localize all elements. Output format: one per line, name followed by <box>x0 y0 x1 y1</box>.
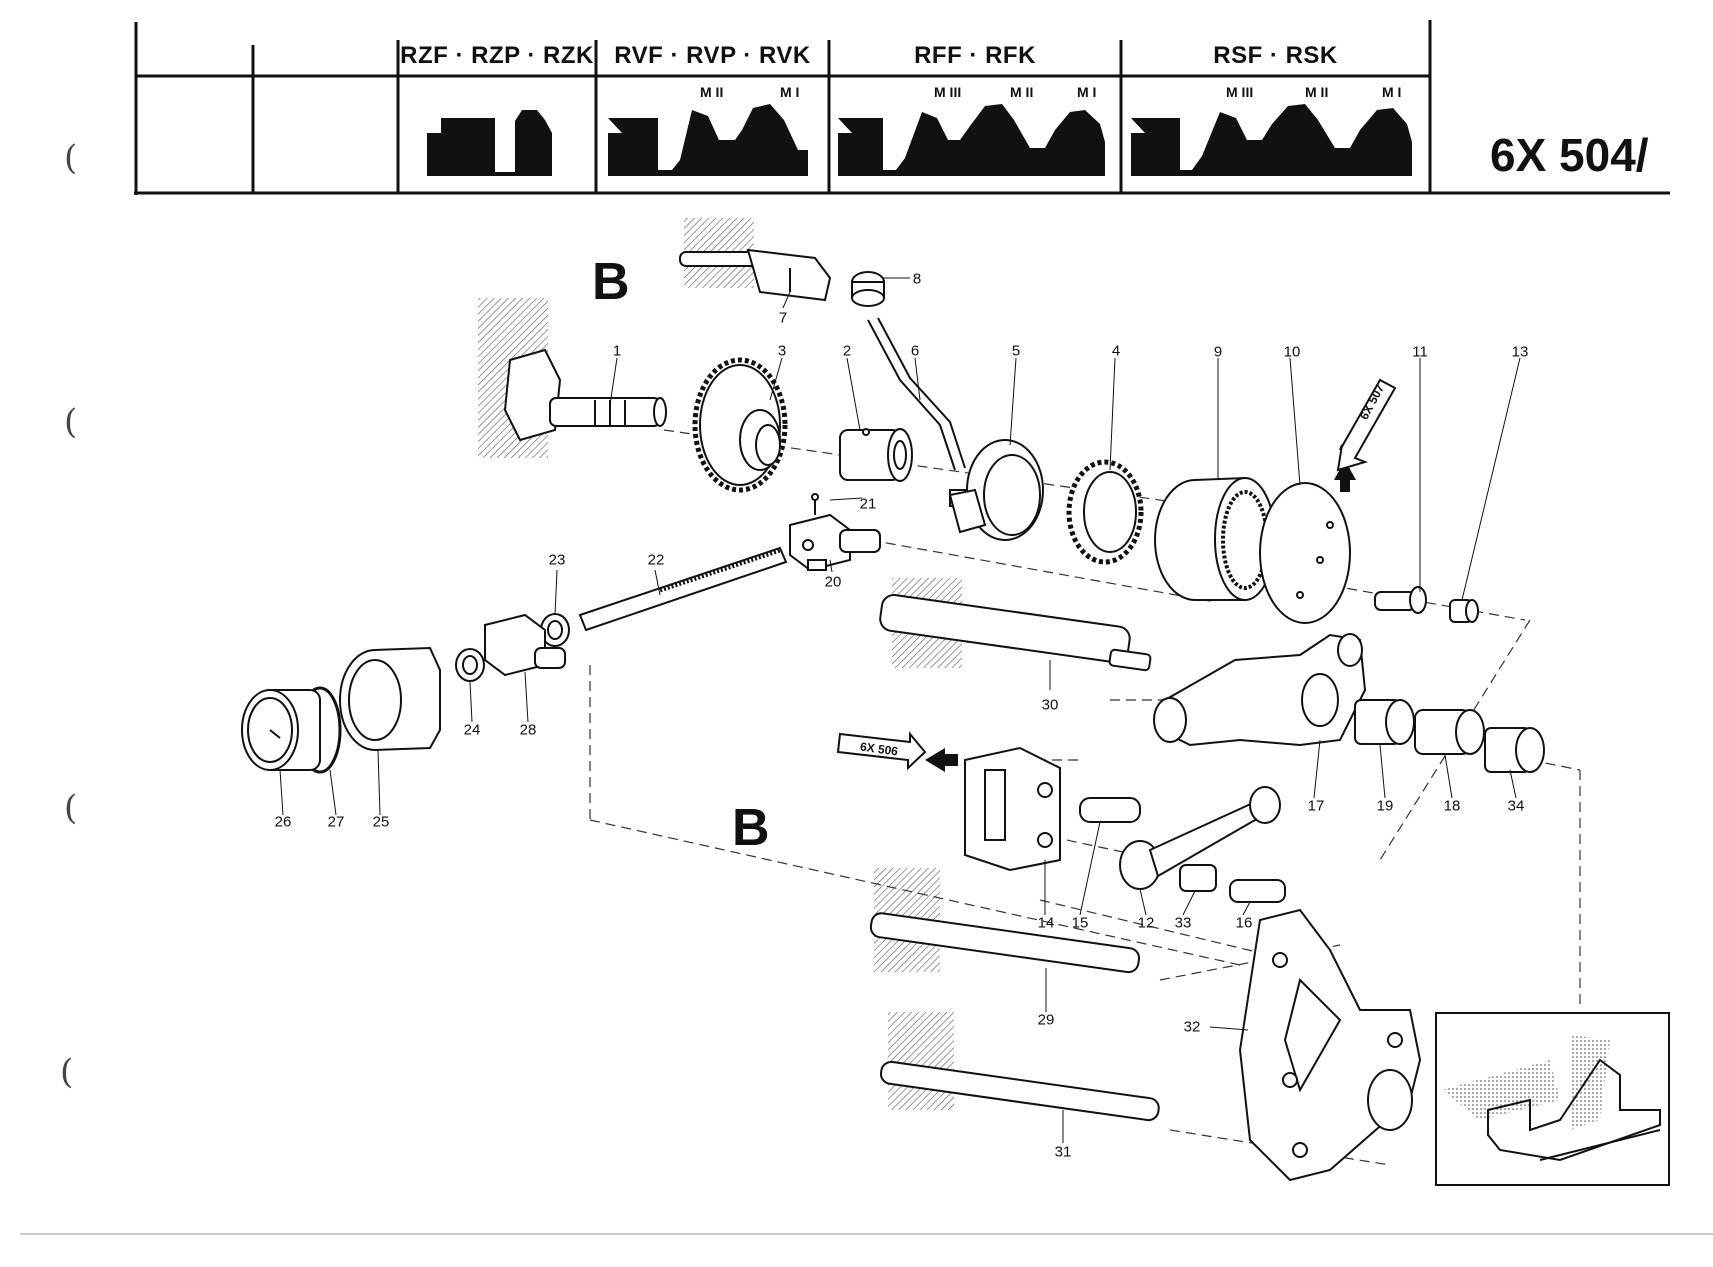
mark-m2: M II <box>1010 84 1034 100</box>
part-24-ring <box>455 648 485 682</box>
page-code: 6X 504/ <box>1490 129 1649 181</box>
part-number: 17 <box>1307 797 1325 815</box>
part-9-clutch-housing <box>1154 476 1276 601</box>
part-3-gear <box>692 357 788 493</box>
part-number: 26 <box>274 813 292 831</box>
part-number: 27 <box>327 813 345 831</box>
profile-rz-icon <box>427 110 552 176</box>
ref-arrow-6x506-icon <box>836 731 927 771</box>
part-number: 7 <box>778 309 788 327</box>
group-title-rz: RZF · RZP · RZK <box>400 42 594 69</box>
part-12-link <box>1119 786 1281 890</box>
part-18-bushing <box>1414 709 1485 755</box>
part-17-arm <box>1153 633 1367 747</box>
part-26-gauge <box>241 689 321 771</box>
group-title-rv: RVF · RVP · RVK <box>614 42 811 69</box>
part-number: 28 <box>519 721 537 739</box>
profile-rf-icon <box>838 104 1105 176</box>
part-28-block <box>484 613 566 677</box>
group-title-rs: RSF · RSK <box>1213 42 1338 69</box>
part-number: 18 <box>1443 797 1461 815</box>
part-number: 6 <box>910 342 920 360</box>
part-25-cap-nut <box>339 646 441 751</box>
punch-hole: ( <box>60 1052 74 1092</box>
part-number: 5 <box>1011 342 1021 360</box>
part-number: 24 <box>463 721 481 739</box>
ref-arrow-6x507-icon <box>1336 378 1397 472</box>
part-number: 31 <box>1054 1143 1072 1161</box>
part-number: 25 <box>372 813 390 831</box>
bottom-rule <box>20 1233 1713 1235</box>
mark-m3: M III <box>1226 84 1254 100</box>
part-5-clamp-ring <box>948 439 1044 541</box>
profile-icons <box>427 104 1412 176</box>
mark-m1: M I <box>780 84 800 100</box>
part-16-pin <box>1229 879 1286 903</box>
wall-hatch <box>888 1012 954 1110</box>
part-number: 2 <box>842 342 852 360</box>
part-32-frame <box>1238 908 1422 1182</box>
section-mark-b: B <box>732 799 770 857</box>
profile-rs-icon <box>1131 104 1412 176</box>
part-number: 9 <box>1213 343 1223 361</box>
group-title-rf: RFF · RFK <box>914 42 1036 69</box>
part-4-sprocket <box>1066 459 1144 565</box>
mark-m3: M III <box>934 84 962 100</box>
part-number: 13 <box>1511 343 1529 361</box>
part-34-bearing <box>1484 727 1545 773</box>
part-19-bearing <box>1354 699 1415 745</box>
part-number: 22 <box>647 551 665 569</box>
part-2-bushing <box>839 428 913 482</box>
part-15-pin <box>1079 797 1141 823</box>
part-number: 15 <box>1071 914 1089 932</box>
part-number: 21 <box>859 495 877 513</box>
mark-m2: M II <box>700 84 724 100</box>
part-number: 32 <box>1183 1018 1201 1036</box>
punch-hole: ( <box>64 402 78 442</box>
part-30-shaft <box>879 594 1152 672</box>
part-number: 33 <box>1174 914 1192 932</box>
part-number: 34 <box>1507 797 1525 815</box>
part-13-sleeve <box>1449 599 1479 623</box>
part-number: 29 <box>1037 1011 1055 1029</box>
part-number: 3 <box>777 342 787 360</box>
mark-m1: M I <box>1077 84 1097 100</box>
mark-m2: M II <box>1305 84 1329 100</box>
part-number: 14 <box>1037 914 1055 932</box>
part-21-block <box>789 493 881 572</box>
part-29-rod <box>869 912 1141 974</box>
part-number: 11 <box>1412 343 1428 361</box>
part-14-bracket <box>964 746 1061 872</box>
arrow-left-icon <box>925 748 958 772</box>
punch-hole: ( <box>64 788 78 828</box>
part-number: 10 <box>1283 343 1301 361</box>
inset-detail <box>1435 1012 1670 1186</box>
part-11-pin <box>1374 586 1427 614</box>
part-number: 30 <box>1041 696 1059 714</box>
section-mark-b: B <box>592 253 630 311</box>
part-8-nut <box>851 271 885 307</box>
part-number: 16 <box>1235 914 1253 932</box>
part-1-flange-shaft <box>503 348 667 442</box>
part-number: 23 <box>548 551 566 569</box>
arrow-up-icon <box>1334 460 1356 492</box>
part-number: 8 <box>912 270 922 288</box>
part-10-disc <box>1259 482 1351 624</box>
punch-hole: ( <box>64 138 78 178</box>
part-number: 12 <box>1137 914 1155 932</box>
part-33-ring <box>1179 864 1217 892</box>
part-number: 4 <box>1111 342 1121 360</box>
model-header-table <box>134 20 1670 195</box>
part-number: 1 <box>612 342 622 360</box>
part-22-threaded-rod <box>578 546 788 632</box>
part-number: 20 <box>824 573 842 591</box>
mark-m1: M I <box>1382 84 1402 100</box>
part-7-bracket <box>679 248 832 302</box>
part-31-rod <box>879 1060 1160 1122</box>
profile-rv-icon <box>608 104 808 176</box>
part-number: 19 <box>1376 797 1394 815</box>
part-20-block <box>807 559 827 571</box>
